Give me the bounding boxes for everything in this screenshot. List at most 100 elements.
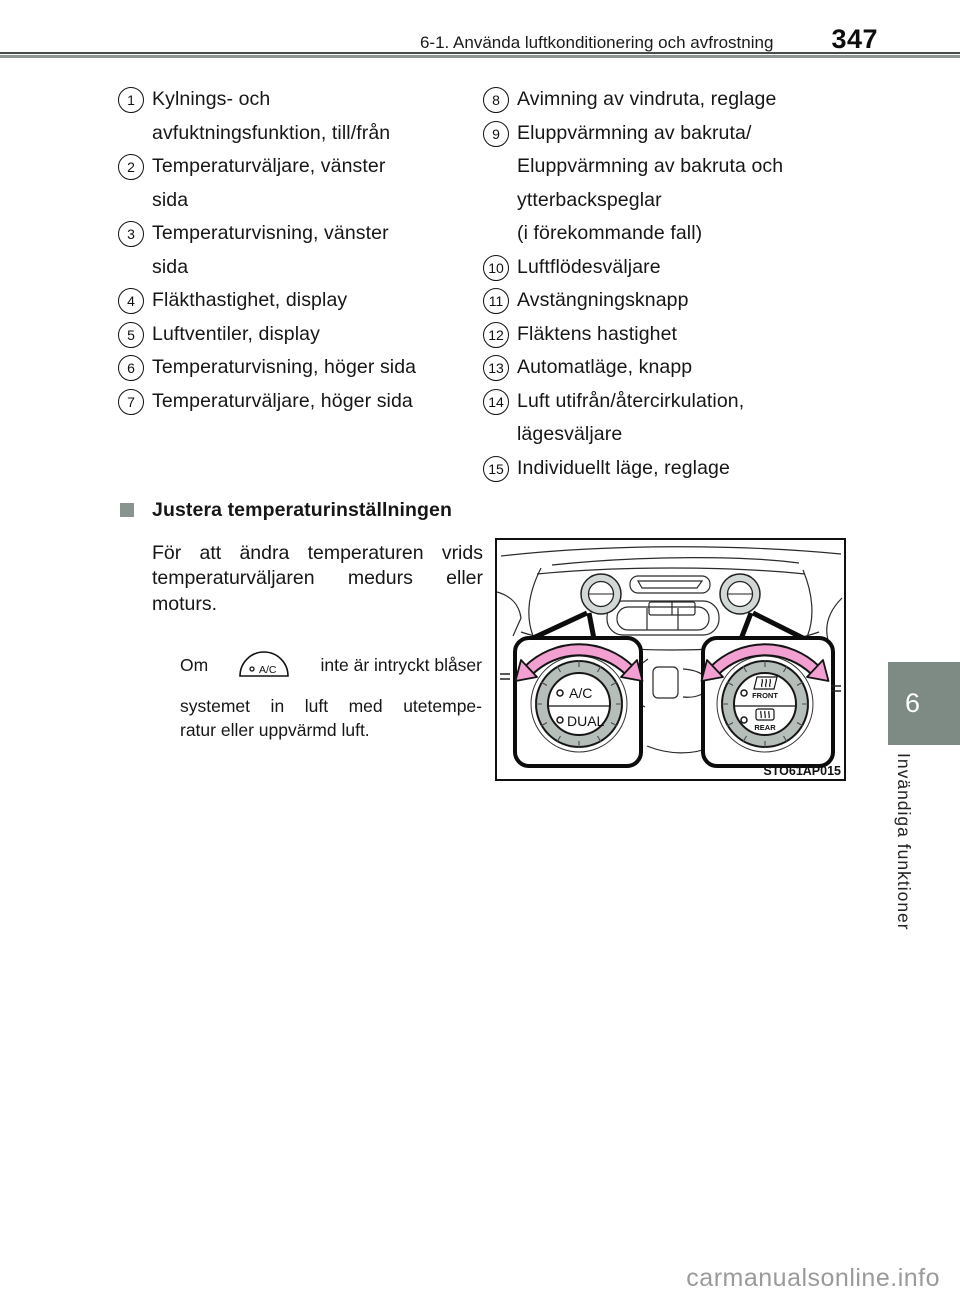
dash-knob-right [719,573,761,615]
note-line: systemet in luft med utetempe- [180,696,482,716]
item-number-badge: 3 [118,221,144,247]
item-text: Automatläge, knapp [517,356,693,378]
item-text: Fläkthastighet, display [152,289,348,311]
front-defrost-icon [753,676,778,690]
chapter-tab: 6 [888,662,960,745]
list-item: 1 Kylnings- och avfuktningsfunktion, til… [118,83,486,150]
figure-code: STO61AP015 [763,764,841,778]
list-item: 8 Avimning av vindruta, reglage [483,83,863,117]
item-text: Temperaturväljare, höger sida [152,389,413,412]
item-text: Avstängningsknapp [517,289,689,311]
paragraph-line: temperaturväljaren medurs eller [152,567,483,590]
list-item: 4 Fläkthastighet, display [118,284,486,318]
list-item: 10 Luftflödesväljare [483,251,863,285]
rotate-arrow-icon [514,643,644,682]
note-paragraph: Om A/C inte är intryckt blåser systemet … [180,649,482,742]
list-item: 3 Temperaturvisning, vänster sida [118,217,486,284]
item-number-badge: 4 [118,288,144,314]
item-text: (i förekommande fall) [517,222,703,244]
equals-marks [500,673,841,692]
item-text: Luftflödesväljare [517,255,661,278]
dashboard-contours [497,546,843,754]
item-number-badge: 11 [483,288,509,314]
section-title: Justera temperaturinställningen [152,499,453,521]
item-number-badge: 10 [483,254,509,281]
rear-indicator-dot [740,716,748,724]
item-text: Temperaturväljare, vänster [152,155,386,177]
dual-indicator-dot [556,716,564,724]
item-number-badge: 15 [483,455,509,482]
item-number-badge: 8 [483,87,509,113]
list-item: 9 Eluppvärmning av bakruta/ Eluppvärmnin… [483,117,863,251]
item-text: Eluppvärmning av bakruta och [517,155,784,177]
svg-text:A/C: A/C [259,664,277,676]
paragraph-line: För att ändra temperaturen vrids [152,542,483,564]
rear-defrost-icon [755,708,775,721]
note-text: Om [180,654,209,675]
list-item: 6 Temperaturvisning, höger sida [118,351,486,385]
rotate-arrow-icon [700,643,830,682]
item-number-badge: 14 [483,388,509,415]
item-text: sida [152,188,189,211]
legend-column-left: 1 Kylnings- och avfuktningsfunktion, til… [118,83,486,418]
header-divider [0,52,960,58]
front-indicator-dot [740,689,748,697]
watermark-text: carmanualsonline.info [686,1264,940,1292]
square-bullet-icon [120,503,134,517]
item-text: avfuktningsfunktion, till/från [152,121,391,144]
body-paragraph: För att ändra temperaturen vrids tempera… [152,541,483,617]
item-number-badge: 13 [483,355,509,381]
section-heading: Justera temperaturinställningen [120,499,452,522]
dash-knob-left [580,573,622,615]
item-text: Fläktens hastighet [517,322,678,345]
front-label: FRONT [752,691,778,700]
dashboard-drawing: A/C DUAL [497,546,843,778]
list-item: 14 Luft utifrån/återcirkulation, lägesvä… [483,385,863,452]
chapter-number: 6 [905,688,921,718]
list-item: 2 Temperaturväljare, vänster sida [118,150,486,217]
item-text: Luft utifrån/återcirkulation, [517,389,745,412]
rear-label: REAR [754,723,776,732]
note-text: inte är intryckt blåser [320,654,482,675]
item-text: sida [152,255,189,278]
item-text: Luftventiler, display [152,322,320,345]
item-number-badge: 2 [118,154,144,180]
callout-wedge-right [738,610,807,642]
list-item: 15 Individuellt läge, reglage [483,452,863,486]
item-text: lägesväljare [517,423,623,445]
item-number-badge: 5 [118,321,144,348]
note-line: ratur eller uppvärmd luft. [180,720,370,740]
ac-label: A/C [569,685,592,701]
section-breadcrumb: 6-1. Använda luftkonditionering och avfr… [419,33,774,52]
list-item: 7 Temperaturväljare, höger sida [118,385,486,419]
item-text: ytterbackspeglar [517,188,662,211]
item-text: Kylnings- och [152,88,271,110]
dual-label: DUAL [567,713,605,729]
item-text: Individuellt läge, reglage [517,456,730,479]
callout-wedge-left [529,610,597,642]
ac-indicator-dot [556,689,564,697]
paragraph-line: moturs. [152,592,218,615]
temperature-knob-left: A/C DUAL [514,643,644,753]
page-header: 6-1. Använda luftkonditionering och avfr… [0,24,878,56]
item-number-badge: 1 [118,87,144,113]
item-text: Eluppvärmning av bakruta/ [517,121,752,144]
chapter-label: Invändiga funktioner [894,753,914,931]
page-number: 347 [831,24,878,54]
list-item: 12 Fläktens hastighet [483,318,863,352]
item-number-badge: 12 [483,321,509,348]
item-number-badge: 6 [118,355,144,381]
ac-button-icon: A/C [239,651,290,677]
list-item: 5 Luftventiler, display [118,318,486,352]
list-item: 11 Avstängningsknapp [483,284,863,318]
item-number-badge: 7 [118,388,144,415]
item-text: Temperaturvisning, höger sida [152,356,417,378]
temperature-knob-right: FRONT REAR [700,643,830,753]
dashboard-illustration: A/C DUAL [495,538,846,781]
item-text: Avimning av vindruta, reglage [517,88,777,110]
legend-column-right: 8 Avimning av vindruta, reglage 9 Eluppv… [483,83,863,485]
note-line: Om A/C inte är intryckt blåser [180,649,482,680]
list-item: 13 Automatläge, knapp [483,351,863,385]
item-text: Temperaturvisning, vänster [152,222,389,244]
